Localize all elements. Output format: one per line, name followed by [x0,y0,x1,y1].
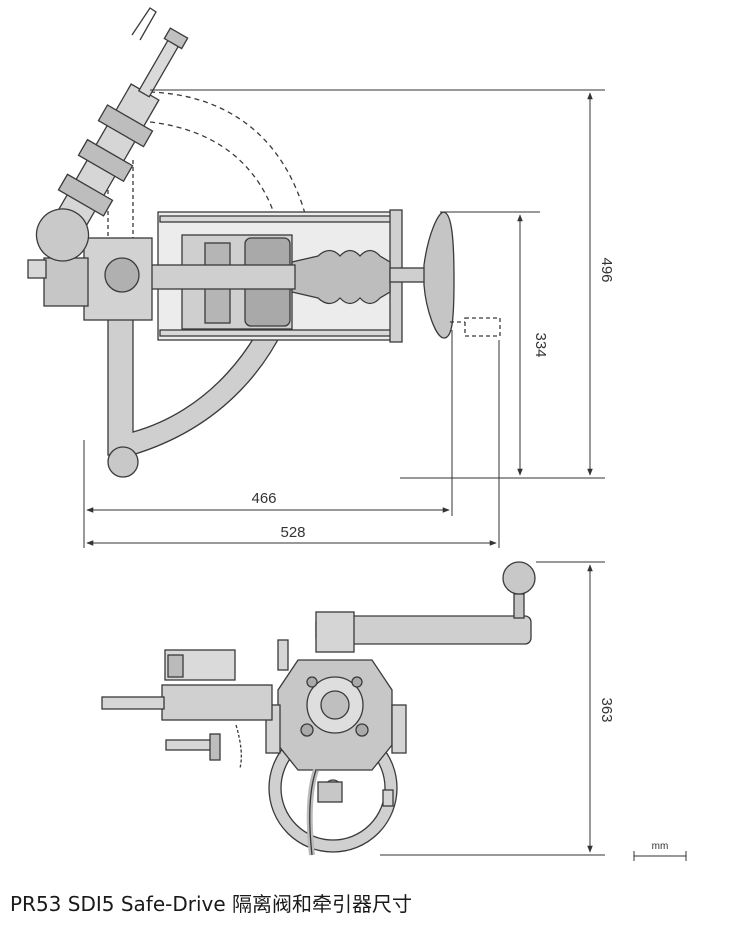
side-actuator [161,684,273,721]
dim-466: 466 [251,490,276,507]
dim-528: 528 [280,524,305,541]
handwheel [423,211,455,339]
bottom-view-drawing [101,561,536,856]
arm-knob [107,446,139,478]
swing-arc-outer [149,91,313,246]
top-view-dimensions [83,89,605,548]
dim-334: 334 [532,332,549,357]
unit-legend: mm [633,841,687,861]
unit-label: mm [652,841,669,852]
crank-knob [502,561,536,595]
lever-wire [131,7,157,41]
dim-363: 363 [598,697,615,722]
dim-496: 496 [598,257,615,282]
valve-stack [35,27,189,262]
bottom-view-dimensions [380,561,605,856]
top-view-drawing [27,7,501,478]
caption: PR53 SDI5 Safe-Drive 隔离阀和牵引器尺寸 [10,892,413,916]
bellows [291,249,391,305]
